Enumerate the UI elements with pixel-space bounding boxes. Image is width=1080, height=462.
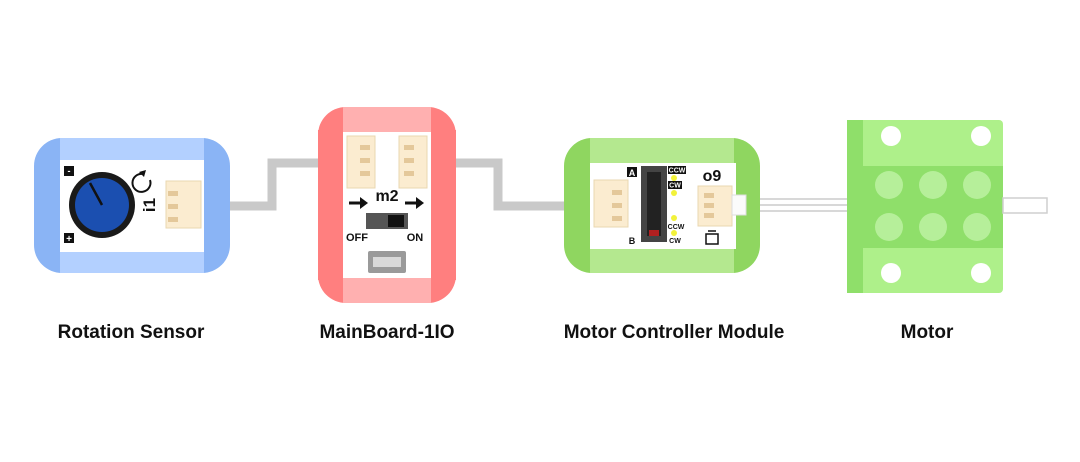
connector [165, 180, 202, 229]
mount-hole [881, 263, 901, 283]
mount-hole [971, 263, 991, 283]
caption-motor-controller: Motor Controller Module [563, 322, 785, 343]
motor-shaft [1002, 197, 1048, 214]
plus-marker [64, 233, 74, 243]
connector-out [697, 185, 747, 227]
led-indicator [671, 190, 677, 196]
rotation-sensor-module: - + i1 [34, 138, 230, 273]
port-b-label: B [629, 236, 636, 246]
mount-hole [971, 126, 991, 146]
led-indicator [671, 230, 677, 236]
port-a-label: A [629, 168, 636, 178]
stud-grid [875, 171, 991, 241]
motor-controller-module: A B CCW CW CCW CW o9 [564, 138, 760, 273]
mainboard-module: m2 OFF ON [318, 107, 456, 303]
on-label: ON [407, 232, 424, 244]
wire-rotation-to-mainboard [200, 158, 352, 211]
port-a-marker [627, 167, 637, 177]
caption-mainboard: MainBoard-1IO [319, 322, 455, 343]
led-label: CW [669, 238, 681, 245]
module-code: o9 [703, 168, 722, 185]
led-label: CCW [669, 168, 686, 175]
connector-in [593, 179, 629, 228]
wire-mainboard-to-motorctl [418, 158, 594, 211]
connector-in [346, 135, 376, 189]
motor-module [847, 120, 1048, 293]
motor-icon [705, 230, 719, 245]
led-label: CW [669, 183, 681, 190]
mount-hole [881, 126, 901, 146]
rotate-arrow-icon [131, 170, 152, 193]
arrow-right-icon [405, 197, 424, 209]
module-code: m2 [375, 188, 398, 205]
led-indicator [671, 175, 677, 181]
led-indicator [671, 215, 677, 221]
connector-out [398, 135, 428, 189]
plus-label: + [66, 234, 72, 245]
led-label: CCW [668, 224, 685, 231]
minus-marker [64, 166, 74, 176]
caption-motor: Motor [900, 322, 954, 343]
minus-label: - [68, 166, 71, 176]
caption-rotation-sensor: Rotation Sensor [57, 322, 205, 343]
off-label: OFF [346, 232, 368, 244]
module-code: i1 [140, 198, 159, 212]
arrow-right-icon [349, 197, 368, 209]
